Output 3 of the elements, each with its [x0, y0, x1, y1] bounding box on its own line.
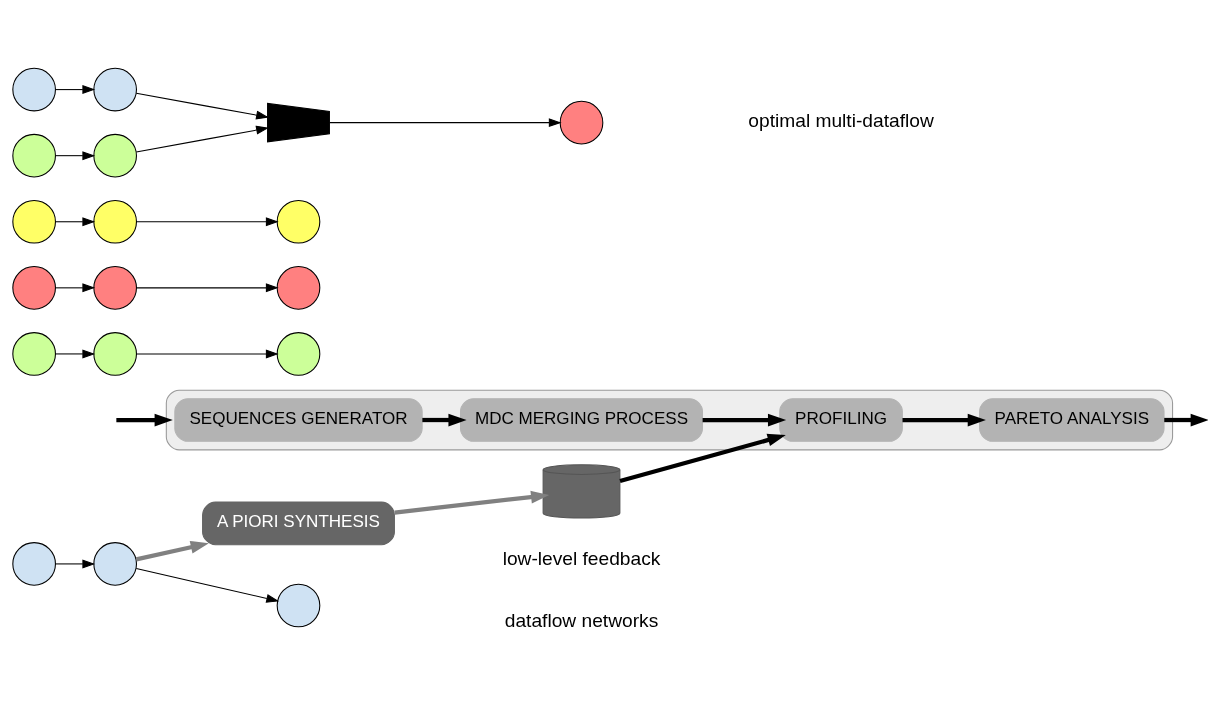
label: dataflow networks: [504, 609, 659, 631]
node-label: low-level feedback: [502, 547, 661, 569]
label: optimal multi-dataflow: [748, 109, 934, 131]
